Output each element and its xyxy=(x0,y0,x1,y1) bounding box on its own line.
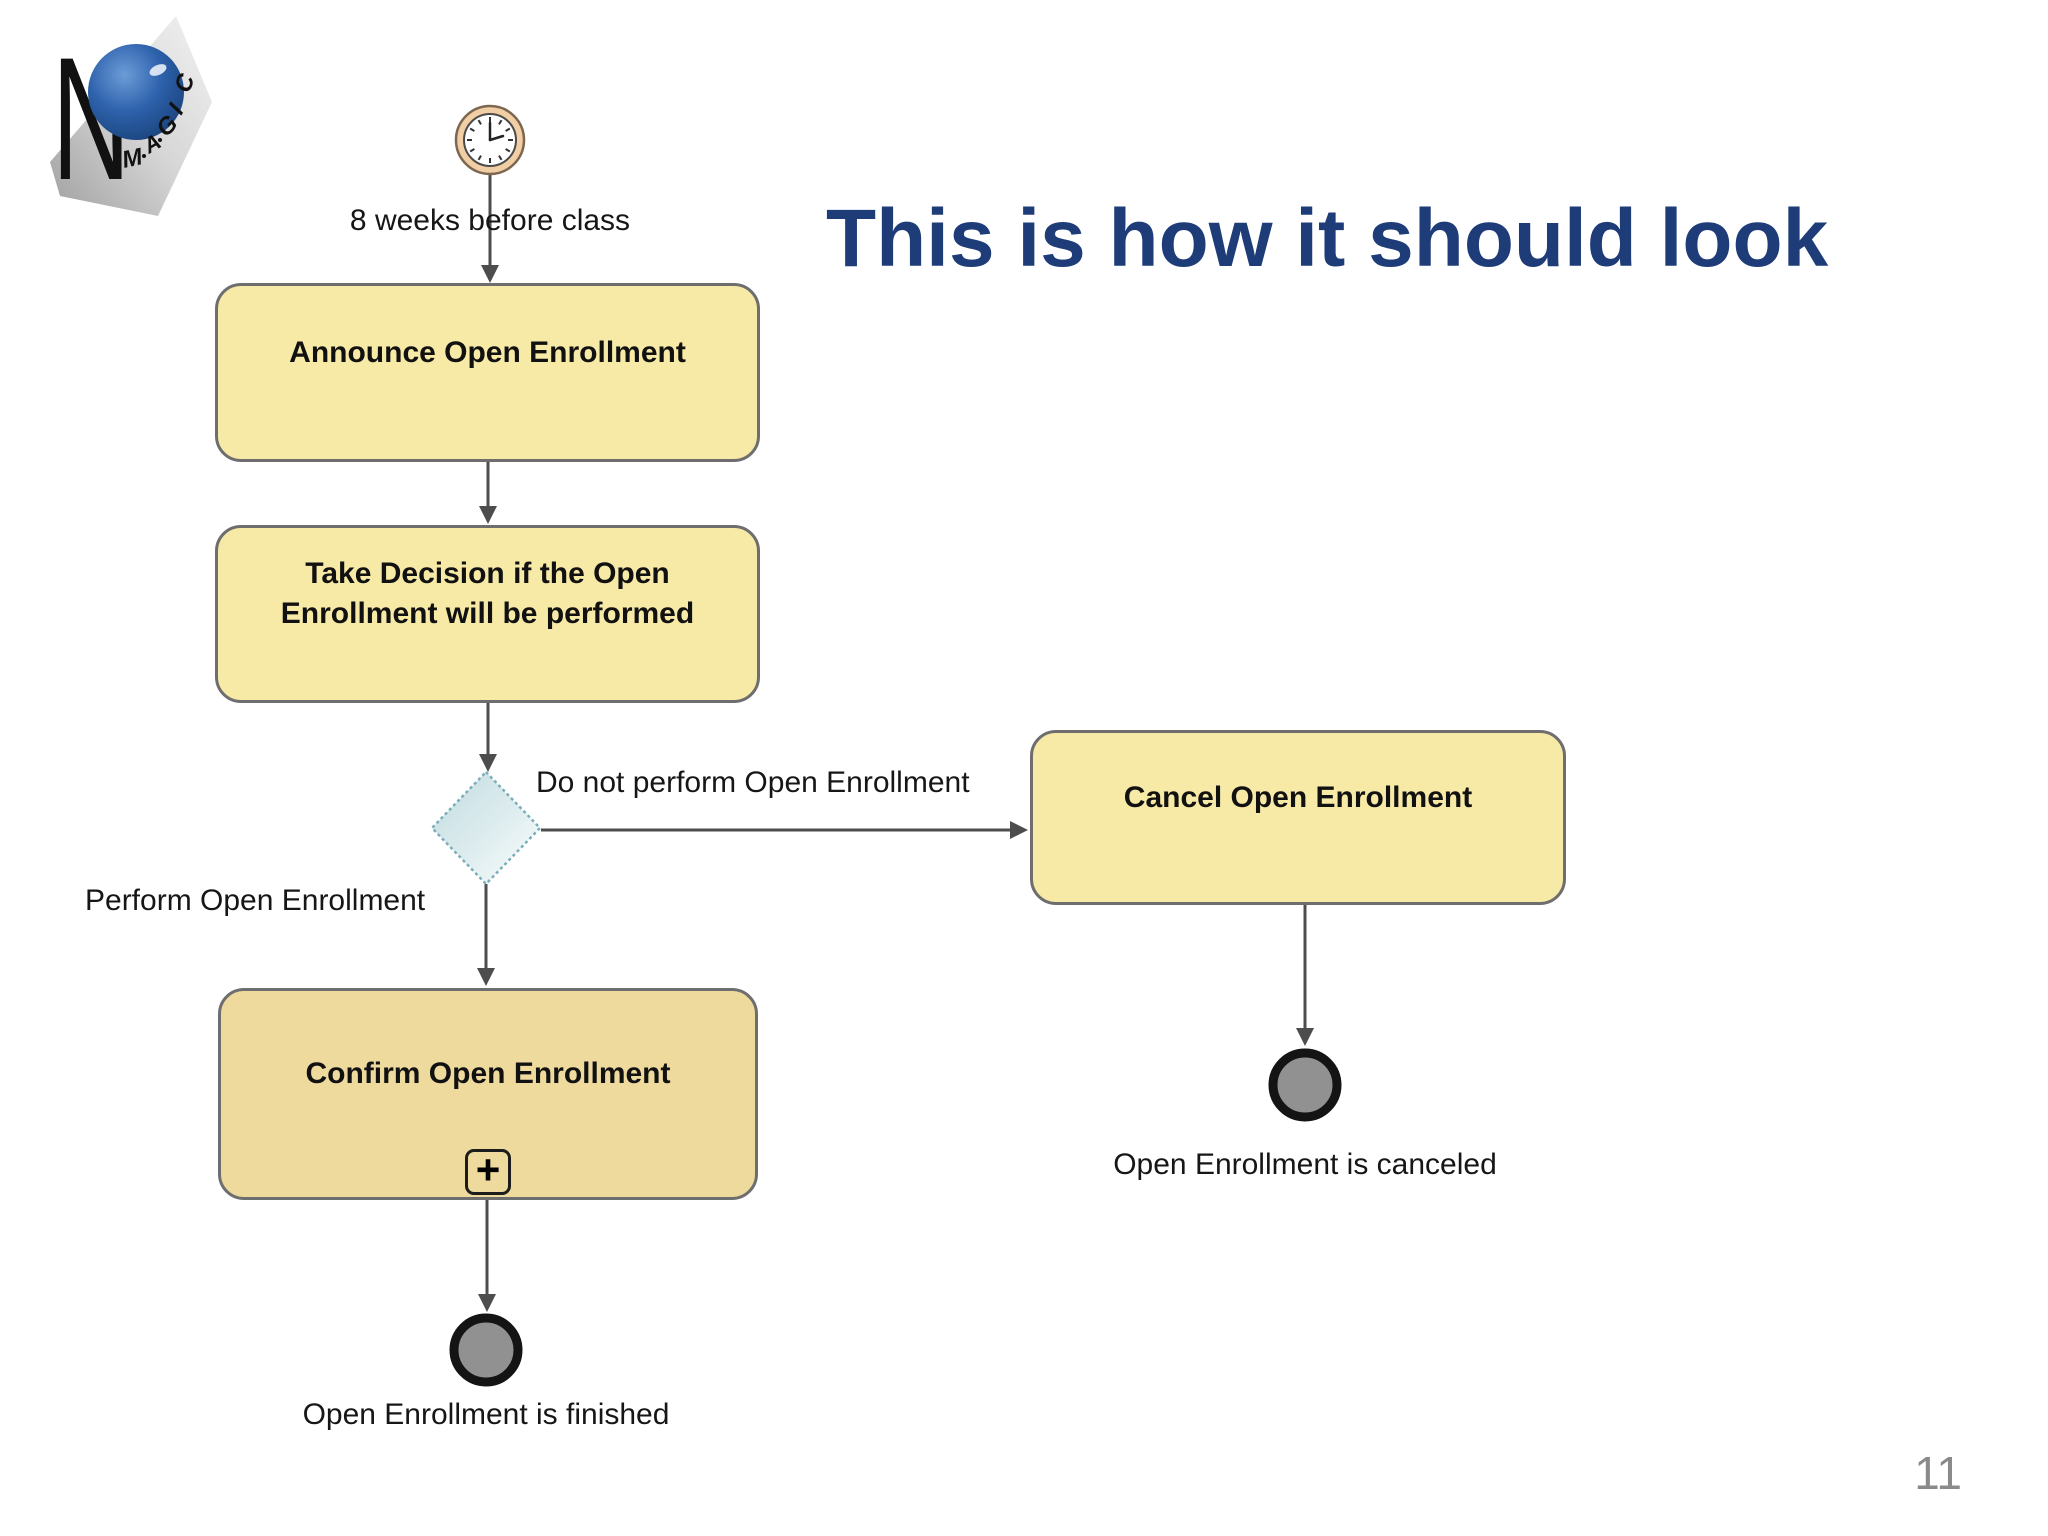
flow-decision-to-gateway xyxy=(479,703,497,772)
end-event-canceled-label: Open Enrollment is canceled xyxy=(1113,1148,1497,1181)
task-announce-open-enrollment: Announce Open Enrollment xyxy=(215,283,760,462)
flow-label-do-not-perform: Do not perform Open Enrollment xyxy=(536,766,970,799)
flow-label-perform: Perform Open Enrollment xyxy=(85,884,426,917)
subprocess-plus-glyph: + xyxy=(475,1146,501,1193)
page-number: 11 xyxy=(1914,1447,1962,1499)
start-event-label: 8 weeks before class xyxy=(349,204,631,237)
logo-sphere-highlight xyxy=(149,64,167,76)
exclusive-gateway-diamond xyxy=(430,770,542,886)
task-cancel-open-enrollment: Cancel Open Enrollment xyxy=(1030,730,1566,905)
flow-cancel-to-end xyxy=(1296,905,1314,1046)
end-event-finished-icon xyxy=(449,1313,523,1387)
no-magic-logo: N M A G I C xyxy=(50,16,212,216)
task-take-decision: Take Decision if the Open Enrollment wil… xyxy=(215,525,760,703)
end-event-canceled-icon xyxy=(1268,1048,1342,1122)
subprocess-plus-icon: + xyxy=(465,1149,511,1195)
end-event-finished-label: Open Enrollment is finished xyxy=(302,1398,670,1431)
flow-gateway-to-cancel xyxy=(541,821,1028,839)
slide-title: This is how it should look xyxy=(826,193,1829,284)
task-label: Cancel Open Enrollment xyxy=(1123,780,1473,814)
task-label: Confirm Open Enrollment xyxy=(305,1057,671,1091)
flow-announce-to-decision xyxy=(479,462,497,524)
flow-confirm-to-end xyxy=(478,1200,496,1312)
task-label: Announce Open Enrollment xyxy=(289,335,686,369)
flow-gateway-to-confirm xyxy=(477,884,495,986)
timer-start-event-icon xyxy=(454,104,526,176)
flow-start-to-announce xyxy=(481,175,499,283)
task-label: Take Decision if the Open Enrollment wil… xyxy=(280,557,695,630)
